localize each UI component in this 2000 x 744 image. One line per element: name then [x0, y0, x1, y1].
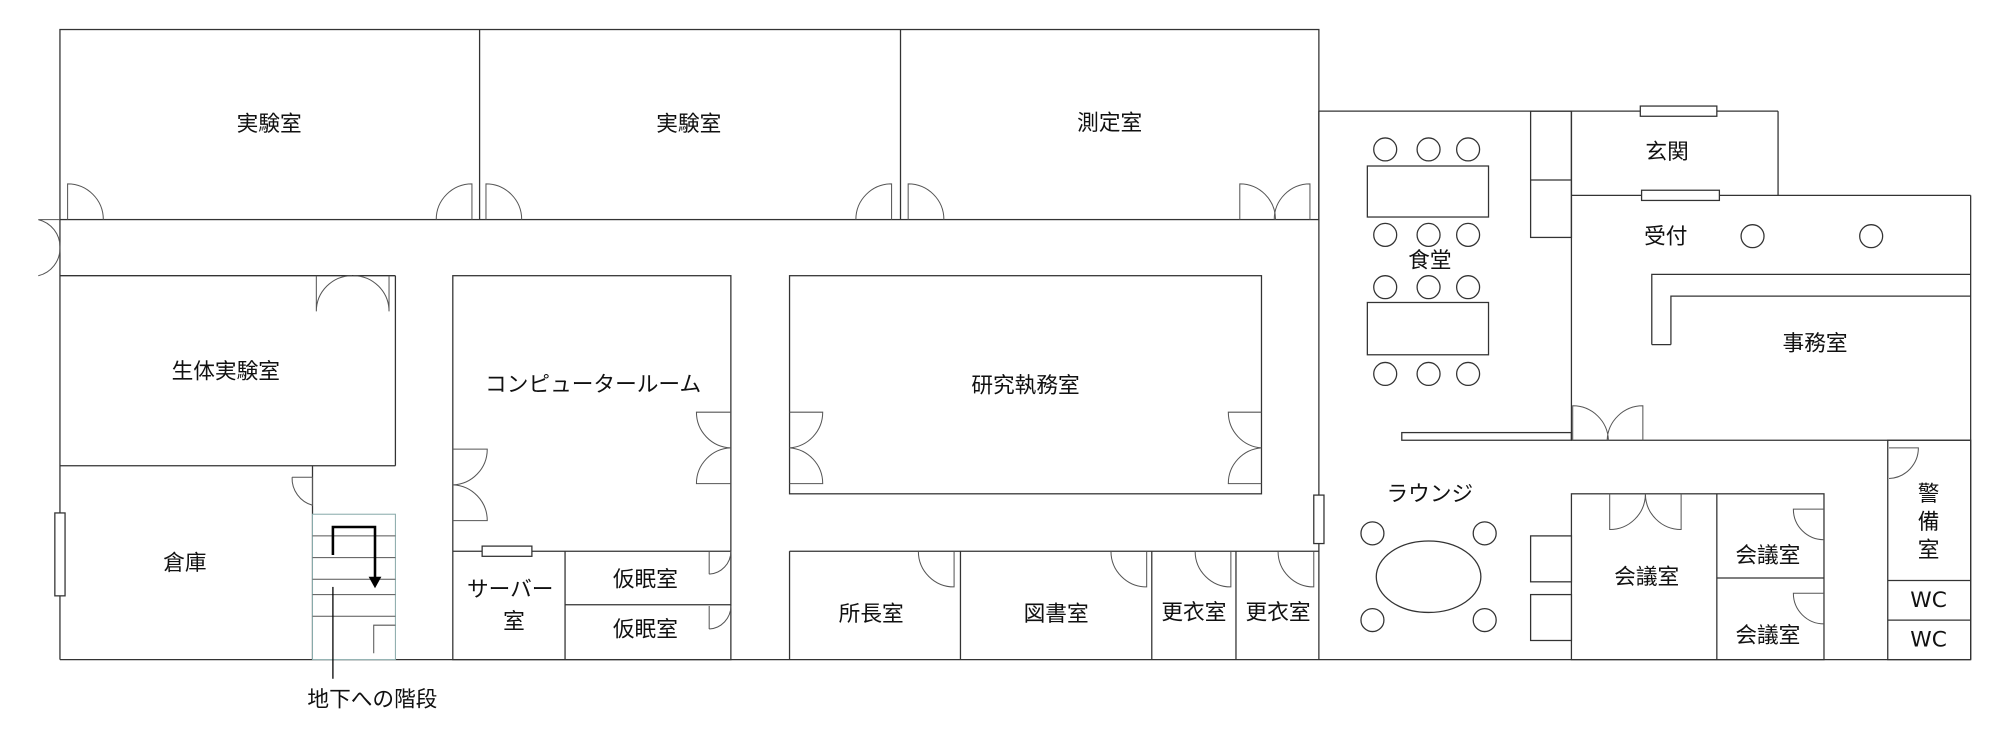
room-storage: 倉庫 [163, 551, 206, 576]
stairs [311, 513, 396, 679]
room-wc-2: WC [1910, 627, 1947, 652]
room-entrance: 玄関 [1645, 140, 1688, 165]
room-office: 事務室 [1783, 332, 1848, 357]
furniture [1360, 137, 1884, 642]
room-server-2: 室 [503, 610, 525, 635]
room-nap-1: 仮眠室 [613, 568, 678, 593]
dining-table [1366, 165, 1490, 218]
room-bio-lab: 生体実験室 [172, 360, 280, 385]
room-measurement: 測定室 [1077, 111, 1142, 136]
room-lounge: ラウンジ [1387, 482, 1474, 507]
room-library: 図書室 [1024, 602, 1089, 627]
room-cafeteria: 食堂 [1408, 249, 1451, 274]
room-director: 所長室 [839, 602, 904, 627]
room-security-3: 室 [1918, 538, 1940, 563]
room-lab-1: 実験室 [237, 112, 302, 137]
room-security: 警 [1918, 482, 1940, 507]
dining-table [1366, 301, 1490, 356]
windows [54, 105, 1721, 597]
room-labels: 実験室 実験室 測定室 生体実験室 倉庫 コンピュータールーム サーバー 室 仮… [163, 111, 1947, 713]
room-computer: コンピュータールーム [485, 372, 701, 397]
lounge-table [1375, 540, 1482, 614]
room-locker-1: 更衣室 [1161, 601, 1226, 626]
room-research-office: 研究執務室 [971, 374, 1079, 399]
room-security-2: 備 [1918, 510, 1940, 535]
stairs-arrow-icon [331, 525, 377, 581]
stairs-label: 地下への階段 [307, 687, 437, 712]
room-wc-1: WC [1910, 588, 1947, 613]
room-lab-2: 実験室 [656, 112, 721, 137]
room-meeting-small-2: 会議室 [1735, 624, 1800, 649]
room-reception: 受付 [1644, 224, 1687, 249]
room-meeting-large: 会議室 [1614, 565, 1679, 590]
room-meeting-small-1: 会議室 [1735, 543, 1800, 568]
room-server: サーバー [467, 578, 553, 603]
room-locker-2: 更衣室 [1246, 601, 1311, 626]
doors [38, 183, 1919, 654]
room-nap-2: 仮眠室 [613, 617, 678, 642]
